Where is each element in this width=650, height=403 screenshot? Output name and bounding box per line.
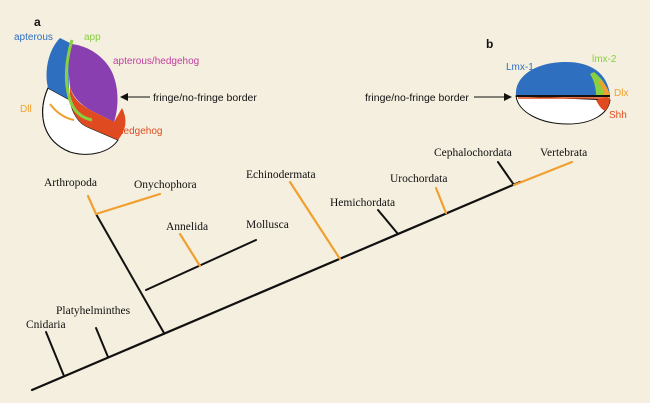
taxon-arthropoda: Arthropoda <box>44 177 97 189</box>
taxon-vertebrata: Vertebrata <box>540 147 587 159</box>
taxon-annelida: Annelida <box>166 221 208 233</box>
branch-urochordata <box>434 186 448 215</box>
border-arrowhead-b <box>504 93 512 101</box>
taxon-mollusca: Mollusca <box>246 219 289 231</box>
label-apterous: apterous <box>14 32 53 43</box>
phylo-tree <box>30 160 574 392</box>
panel-a-letter: a <box>34 15 41 29</box>
taxon-onychophora: Onychophora <box>134 179 197 191</box>
branch-onychophora <box>94 192 162 216</box>
label-dll: Dll <box>20 104 32 115</box>
label-apterous-hedgehog: apterous/hedgehog <box>113 56 199 67</box>
bud-b-shh-region <box>596 96 610 111</box>
label-border-a: fringe/no-fringe border <box>153 92 257 104</box>
branch-annelida <box>178 232 202 268</box>
taxon-hemichordata: Hemichordata <box>330 197 395 209</box>
bud-b-lmx1-region <box>515 62 610 96</box>
taxon-cnidaria: Cnidaria <box>26 319 66 331</box>
branch-platyhelminthes <box>95 327 109 358</box>
label-dlx: Dlx <box>614 88 628 99</box>
wing-disc-a <box>42 38 126 155</box>
disc-a-dll-stripe <box>49 103 75 121</box>
branch-protostomes <box>95 213 165 334</box>
panel-b-letter: b <box>486 37 493 51</box>
branch-echinodermata <box>288 180 342 261</box>
label-hedgehog: hedgehog <box>118 126 163 137</box>
taxon-echinodermata: Echinodermata <box>246 169 316 181</box>
branch-hemichordata <box>377 209 399 235</box>
disc-a-hedgehog-region <box>70 86 126 140</box>
taxon-urochordata: Urochordata <box>390 173 447 185</box>
branch-cnidaria <box>45 331 65 377</box>
bud-b-dlx-region <box>598 80 610 98</box>
branch-arthropoda <box>86 194 98 216</box>
branch-cephalochordata <box>497 161 515 186</box>
disc-a-app-stripe <box>64 39 93 122</box>
disc-a-outline <box>42 87 71 153</box>
branch-vertebrata <box>512 160 574 187</box>
branch-lophotrochozoa <box>145 239 257 291</box>
taxon-cephalochordata: Cephalochordata <box>434 147 512 159</box>
label-lmx1: Lmx-1 <box>506 62 534 73</box>
disc-a-apterous-hedgehog-region <box>68 44 118 122</box>
label-shh: Shh <box>609 110 627 121</box>
label-lmx2: lmx-2 <box>592 54 617 65</box>
label-border-b: fringe/no-fringe border <box>365 92 469 104</box>
limb-bud-b <box>515 62 611 125</box>
tree-trunk <box>30 180 522 392</box>
bud-b-ventral-region <box>515 95 611 125</box>
taxon-platyhelminthes: Platyhelminthes <box>56 305 131 317</box>
border-arrowhead-a <box>120 93 128 101</box>
label-app: app <box>84 32 101 43</box>
